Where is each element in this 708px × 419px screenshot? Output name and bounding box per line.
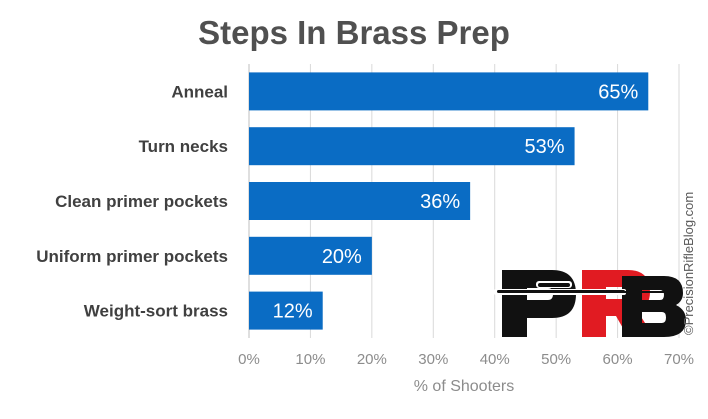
bar-value-label: 12% — [273, 301, 313, 323]
x-tick-label: 30% — [418, 351, 448, 368]
bar — [249, 182, 471, 220]
logo-letter-p — [502, 270, 576, 337]
x-tick-label: 20% — [357, 351, 387, 368]
bar-value-label: 36% — [420, 191, 460, 213]
x-tick-label: 60% — [603, 351, 633, 368]
category-label: Weight-sort brass — [84, 302, 228, 321]
bar-value-label: 20% — [322, 246, 362, 268]
logo-letter-b — [622, 276, 686, 337]
prb-logo — [494, 270, 686, 337]
x-tick-label: 0% — [238, 351, 260, 368]
copyright-credit: ©PrecisionRifleBlog.com — [681, 191, 696, 335]
bars: 65% 53% 36% 20% 12% — [249, 72, 649, 330]
rifle-icon — [494, 281, 670, 295]
category-label: Clean primer pockets — [55, 192, 228, 211]
x-tick-label: 50% — [541, 351, 571, 368]
bar-value-label: 53% — [525, 136, 565, 158]
x-tick-label: 70% — [664, 351, 694, 368]
bar — [249, 291, 323, 330]
bar-value-label: 65% — [598, 81, 638, 103]
bar — [249, 127, 575, 166]
bar — [249, 72, 649, 111]
category-label: Turn necks — [139, 137, 228, 156]
x-tick-label: 10% — [295, 351, 325, 368]
category-label: Uniform primer pockets — [36, 247, 228, 266]
chart-title: Steps In Brass Prep — [198, 14, 510, 51]
category-label: Anneal — [171, 82, 228, 101]
x-tick-labels: 0% 10% 20% 30% 40% 50% 60% 70% — [238, 351, 694, 368]
bar — [249, 236, 372, 275]
x-axis-label: % of Shooters — [414, 378, 515, 395]
x-tick-label: 40% — [480, 351, 510, 368]
